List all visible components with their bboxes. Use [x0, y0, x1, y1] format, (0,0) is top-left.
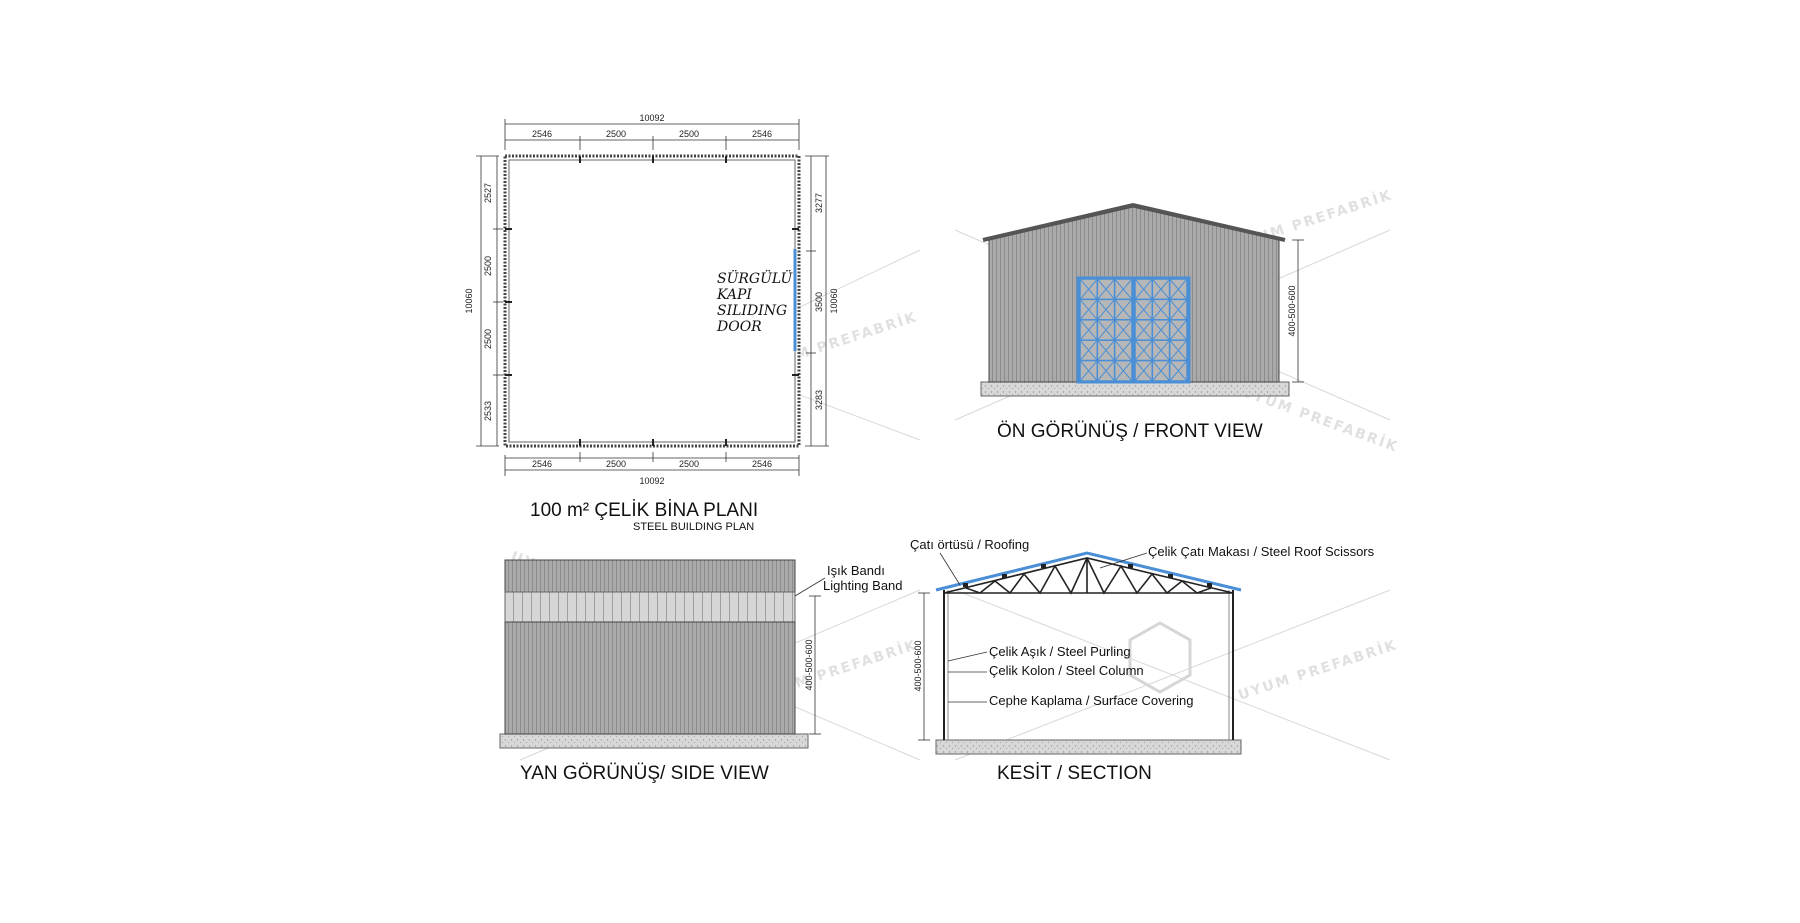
front-ground-slab: [980, 381, 1290, 397]
front-height-dim: 400-500-600: [1287, 285, 1297, 336]
bottom-dimensions: [504, 452, 800, 476]
watermark-text: UYUM PREFABRİK: [1236, 636, 1400, 704]
door-panel-brace: [1151, 319, 1171, 341]
door-panel-brace: [1096, 278, 1116, 300]
front-roof-edge: [982, 202, 1286, 242]
roof-truss-label: Çelik Çatı Makası / Steel Roof Scissors: [1148, 544, 1375, 559]
dim-left-seg-3: 2500: [483, 329, 493, 349]
plan-title: 100 m² ÇELİK BİNA PLANI: [530, 500, 758, 521]
floor-plan: SÜRGÜLÜ KAPI SILIDING DOOR 10092 2546 25…: [464, 113, 839, 533]
front-view-title: ÖN GÖRÜNÜŞ / FRONT VIEW: [997, 421, 1263, 442]
door-panel-brace: [1096, 319, 1116, 341]
door-panel-brace: [1096, 299, 1116, 321]
surface-covering-label: Cephe Kaplama / Surface Covering: [989, 693, 1194, 708]
door-panel-brace: [1114, 319, 1133, 341]
door-panel-brace: [1134, 360, 1153, 382]
top-dimensions: [504, 119, 800, 150]
side-height-dim: 400-500-600: [804, 639, 814, 690]
door-panel-brace: [1151, 278, 1171, 300]
door-panel-brace: [1114, 360, 1133, 382]
door-panel-brace: [1079, 278, 1098, 300]
door-panel-brace: [1151, 299, 1171, 321]
door-panel-brace: [1169, 319, 1188, 341]
dim-bottom-seg-3: 2500: [679, 459, 699, 469]
lighting-band-label-en: Lighting Band: [823, 578, 903, 593]
door-panel-brace: [1169, 278, 1188, 300]
door-panel-brace: [1096, 339, 1116, 361]
dim-bottom-seg-2: 2500: [606, 459, 626, 469]
section-ground-slab: [935, 739, 1242, 755]
front-view: 400-500-600 ÖN GÖRÜNÜŞ / FRONT VIEW: [980, 202, 1304, 442]
section-height-dim: 400-500-600: [913, 640, 923, 691]
door-label-line3: SILIDING: [717, 303, 787, 319]
door-label-line2: KAPI: [716, 287, 752, 303]
dim-left-seg-2: 2500: [483, 256, 493, 276]
dim-top-seg-1: 2546: [532, 129, 552, 139]
door-panel-brace: [1151, 339, 1171, 361]
door-panel-brace: [1134, 319, 1153, 341]
door-panel-brace: [1096, 360, 1116, 382]
door-panel-brace: [1134, 299, 1153, 321]
side-view-title: YAN GÖRÜNÜŞ/ SIDE VIEW: [520, 763, 769, 784]
door-panel-brace: [1169, 299, 1188, 321]
dim-top-seg-4: 2546: [752, 129, 772, 139]
roofing-label: Çatı örtüsü / Roofing: [910, 537, 1029, 552]
door-panel-brace: [1079, 319, 1098, 341]
dim-bottom-seg-4: 2546: [752, 459, 772, 469]
side-ground-slab: [499, 733, 809, 749]
dim-right-seg-2: 3500: [814, 292, 824, 312]
dim-top-seg-2: 2500: [606, 129, 626, 139]
side-wall-lower: [504, 621, 796, 735]
door-panel-brace: [1079, 360, 1098, 382]
section-roofing: [935, 551, 1242, 592]
door-panel-brace: [1079, 339, 1098, 361]
front-door-panels: [1079, 278, 1188, 382]
section-view: Çatı örtüsü / Roofing Çelik Çatı Makası …: [910, 537, 1375, 784]
door-panel-brace: [1169, 339, 1188, 361]
side-wall-top: [504, 559, 796, 593]
front-sliding-door: [1076, 276, 1191, 384]
dim-overall-width-bottom: 10092: [639, 476, 664, 486]
right-dimensions: [805, 155, 829, 447]
dim-right-seg-3: 3283: [814, 390, 824, 410]
door-panel-brace: [1114, 339, 1133, 361]
door-panel-brace: [1114, 299, 1133, 321]
dim-bottom-seg-1: 2546: [532, 459, 552, 469]
dim-right-seg-1: 3277: [814, 193, 824, 213]
left-dimensions: [476, 155, 503, 447]
dim-overall-depth-right: 10060: [829, 288, 839, 313]
dim-overall-width-top: 10092: [639, 113, 664, 123]
dim-left-seg-4: 2533: [483, 401, 493, 421]
door-panel-brace: [1079, 299, 1098, 321]
door-panel-brace: [1169, 360, 1188, 382]
plan-subtitle: STEEL BUILDING PLAN: [633, 521, 754, 533]
side-view: Işık Bandı Lighting Band 400-500-600 YAN…: [499, 559, 903, 784]
steel-column-label: Çelik Kolon / Steel Column: [989, 663, 1144, 678]
dim-top-seg-3: 2500: [679, 129, 699, 139]
lighting-band-label-tr: Işık Bandı: [827, 563, 885, 578]
section-title: KESİT / SECTION: [997, 763, 1152, 784]
door-panel-brace: [1114, 278, 1133, 300]
steel-purling-label: Çelik Aşık / Steel Purling: [989, 644, 1131, 659]
side-lighting-band: [504, 591, 796, 623]
door-panel-brace: [1134, 278, 1153, 300]
door-panel-brace: [1134, 339, 1153, 361]
section-roof-truss: [943, 557, 1234, 595]
door-label-line1: SÜRGÜLÜ: [717, 269, 793, 287]
door-panel-brace: [1151, 360, 1171, 382]
dim-overall-depth-left: 10060: [464, 288, 474, 313]
dim-left-seg-1: 2527: [483, 183, 493, 203]
door-label-line4: DOOR: [716, 319, 762, 335]
